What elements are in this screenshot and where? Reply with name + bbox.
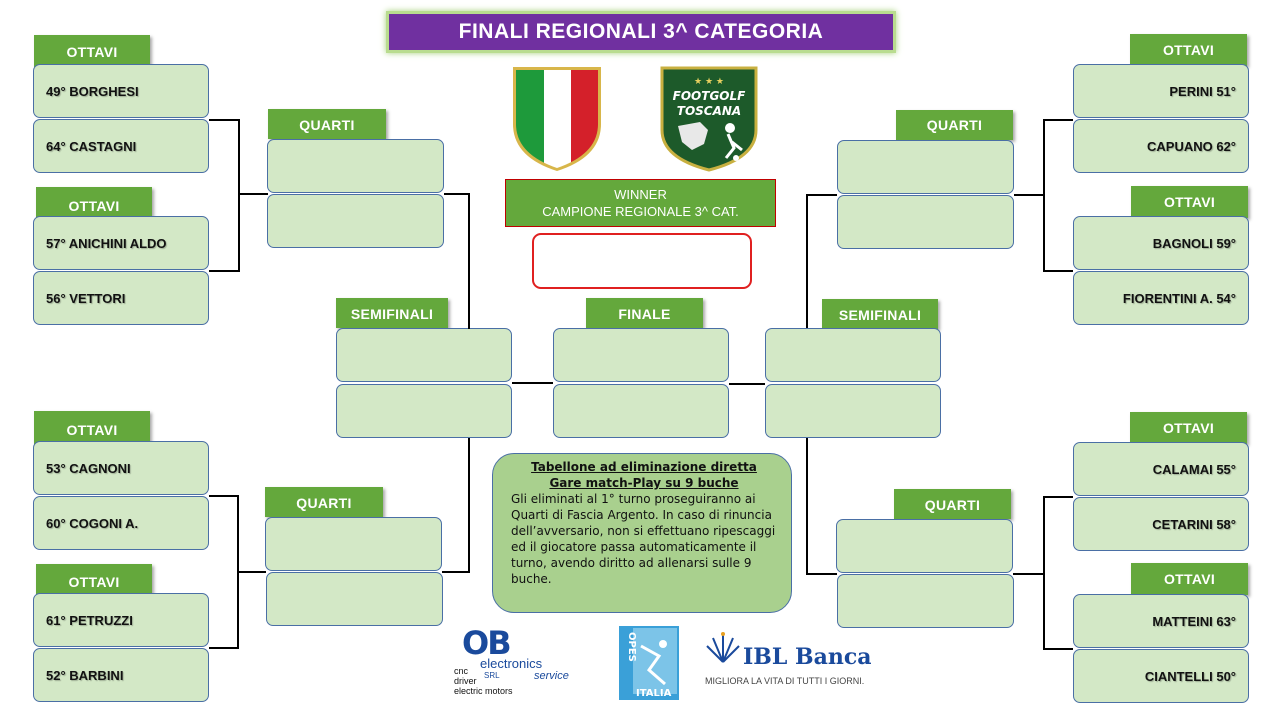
player-slot: CALAMAI 55° bbox=[1073, 442, 1249, 496]
bracket-line bbox=[729, 383, 765, 385]
bracket-line bbox=[1043, 496, 1045, 650]
ibl-banca-logo: IBL Banca MIGLIORA LA VITA DI TUTTI I GI… bbox=[705, 632, 872, 686]
bracket-line bbox=[1043, 119, 1073, 121]
bracket-line bbox=[442, 571, 470, 573]
bracket-line bbox=[806, 573, 837, 575]
bracket-line bbox=[238, 119, 240, 272]
quarti-label: QUARTI bbox=[894, 489, 1011, 519]
player-slot: 57° ANICHINI ALDO bbox=[33, 216, 209, 270]
bracket-line bbox=[239, 571, 266, 573]
quarti-label: QUARTI bbox=[896, 110, 1013, 140]
italia-text: ITALIA bbox=[636, 688, 672, 699]
player-slot: 60° COGONI A. bbox=[33, 496, 209, 550]
ottavi-label: OTTAVI bbox=[36, 564, 152, 596]
opes-italia-logo: OPES ITALIA bbox=[619, 626, 679, 700]
footgolf-text: FOOTGOLF bbox=[673, 89, 746, 103]
bracket-line bbox=[1043, 270, 1073, 272]
finale-label: FINALE bbox=[586, 298, 703, 328]
winner-slot bbox=[532, 233, 752, 289]
semifinali-label: SEMIFINALI bbox=[822, 299, 938, 329]
bracket-line bbox=[512, 382, 553, 384]
player-slot: 56° VETTORI bbox=[33, 271, 209, 325]
bracket-line bbox=[468, 438, 470, 573]
ottavi-label: OTTAVI bbox=[36, 187, 152, 219]
semifinali-label: SEMIFINALI bbox=[336, 298, 448, 328]
bracket-line bbox=[806, 438, 808, 574]
player-slot: 53° CAGNONI bbox=[33, 441, 209, 495]
quarti-label: QUARTI bbox=[265, 487, 383, 517]
player-slot: 49° BORGHESI bbox=[33, 64, 209, 118]
ottavi-label: OTTAVI bbox=[34, 411, 150, 445]
bracket-line bbox=[209, 270, 240, 272]
opes-text: OPES bbox=[626, 632, 637, 662]
quarti-slot bbox=[267, 139, 444, 193]
bracket-line bbox=[468, 193, 470, 329]
ob-electronics-logo: OB electronics SRL service cnc driver el… bbox=[454, 624, 569, 696]
quarti-slot bbox=[836, 519, 1013, 573]
ob-electronics-text: electronics bbox=[480, 656, 543, 671]
ob-srl-text: SRL bbox=[484, 671, 500, 680]
winner-line1: WINNER bbox=[614, 187, 667, 202]
ob-line2: driver bbox=[454, 676, 477, 686]
player-slot: CIANTELLI 50° bbox=[1073, 649, 1249, 703]
ob-line3: electric motors bbox=[454, 686, 513, 696]
semifinali-slot bbox=[765, 384, 941, 438]
ottavi-label: OTTAVI bbox=[1131, 563, 1248, 595]
ottavi-label: OTTAVI bbox=[1131, 186, 1248, 218]
bracket-line bbox=[209, 495, 239, 497]
player-slot: CETARINI 58° bbox=[1073, 497, 1249, 551]
player-slot: BAGNOLI 59° bbox=[1073, 216, 1249, 270]
bracket-line bbox=[240, 193, 268, 195]
quarti-slot bbox=[837, 195, 1014, 249]
quarti-slot bbox=[837, 140, 1014, 194]
player-slot: 61° PETRUZZI bbox=[33, 593, 209, 647]
player-slot: MATTEINI 63° bbox=[1073, 594, 1249, 648]
quarti-slot bbox=[837, 574, 1014, 628]
page-title: FINALI REGIONALI 3^ CATEGORIA bbox=[386, 11, 896, 53]
quarti-slot bbox=[266, 572, 443, 626]
winner-line2: CAMPIONE REGIONALE 3^ CAT. bbox=[542, 204, 739, 219]
finale-slot bbox=[553, 384, 729, 438]
winner-label: WINNER CAMPIONE REGIONALE 3^ CAT. bbox=[505, 179, 776, 227]
bracket-line bbox=[806, 194, 808, 328]
bracket-line bbox=[444, 193, 470, 195]
player-slot: 64° CASTAGNI bbox=[33, 119, 209, 173]
bracket-line bbox=[209, 119, 240, 121]
semifinali-slot bbox=[336, 328, 512, 382]
ob-service-text: service bbox=[534, 670, 569, 682]
ottavi-label: OTTAVI bbox=[1130, 34, 1247, 66]
footgolf-toscana-logo: ★ ★ ★ FOOTGOLF TOSCANA bbox=[660, 66, 758, 172]
bracket-line bbox=[1043, 496, 1073, 498]
ob-line1: cnc bbox=[454, 666, 469, 676]
bracket-line bbox=[1043, 119, 1045, 272]
bracket-line bbox=[1043, 648, 1073, 650]
player-slot: CAPUANO 62° bbox=[1073, 119, 1249, 173]
quarti-slot bbox=[267, 194, 444, 248]
player-slot: FIORENTINI A. 54° bbox=[1073, 271, 1249, 325]
semifinali-slot bbox=[765, 328, 941, 382]
bracket-line bbox=[237, 495, 239, 649]
ottavi-label: OTTAVI bbox=[34, 35, 150, 67]
toscana-text: TOSCANA bbox=[677, 104, 741, 118]
bracket-line bbox=[209, 647, 239, 649]
bracket-line bbox=[1014, 194, 1044, 196]
bracket-line bbox=[806, 194, 837, 196]
svg-text:★ ★ ★: ★ ★ ★ bbox=[694, 77, 724, 87]
semifinali-slot bbox=[336, 384, 512, 438]
quarti-slot bbox=[265, 517, 442, 571]
finale-slot bbox=[553, 328, 729, 382]
rules-title: Tabellone ad eliminazione diretta bbox=[531, 460, 757, 474]
player-slot: PERINI 51° bbox=[1073, 64, 1249, 118]
ottavi-label: OTTAVI bbox=[1130, 412, 1247, 444]
ibl-tagline: MIGLIORA LA VITA DI TUTTI I GIORNI. bbox=[705, 676, 864, 686]
rules-body: Gli eliminati al 1° turno proseguiranno … bbox=[511, 492, 776, 586]
rules-subtitle: Gare match-Play su 9 buche bbox=[549, 476, 739, 490]
ob-text: OB bbox=[462, 624, 510, 662]
bracket-line bbox=[1013, 573, 1044, 575]
player-slot: 52° BARBINI bbox=[33, 648, 209, 702]
quarti-label: QUARTI bbox=[268, 109, 386, 139]
ibl-text: IBL Banca bbox=[743, 644, 872, 670]
rules-info-box: Tabellone ad eliminazione diretta Gare m… bbox=[492, 453, 792, 613]
italy-shield-logo bbox=[513, 67, 601, 171]
